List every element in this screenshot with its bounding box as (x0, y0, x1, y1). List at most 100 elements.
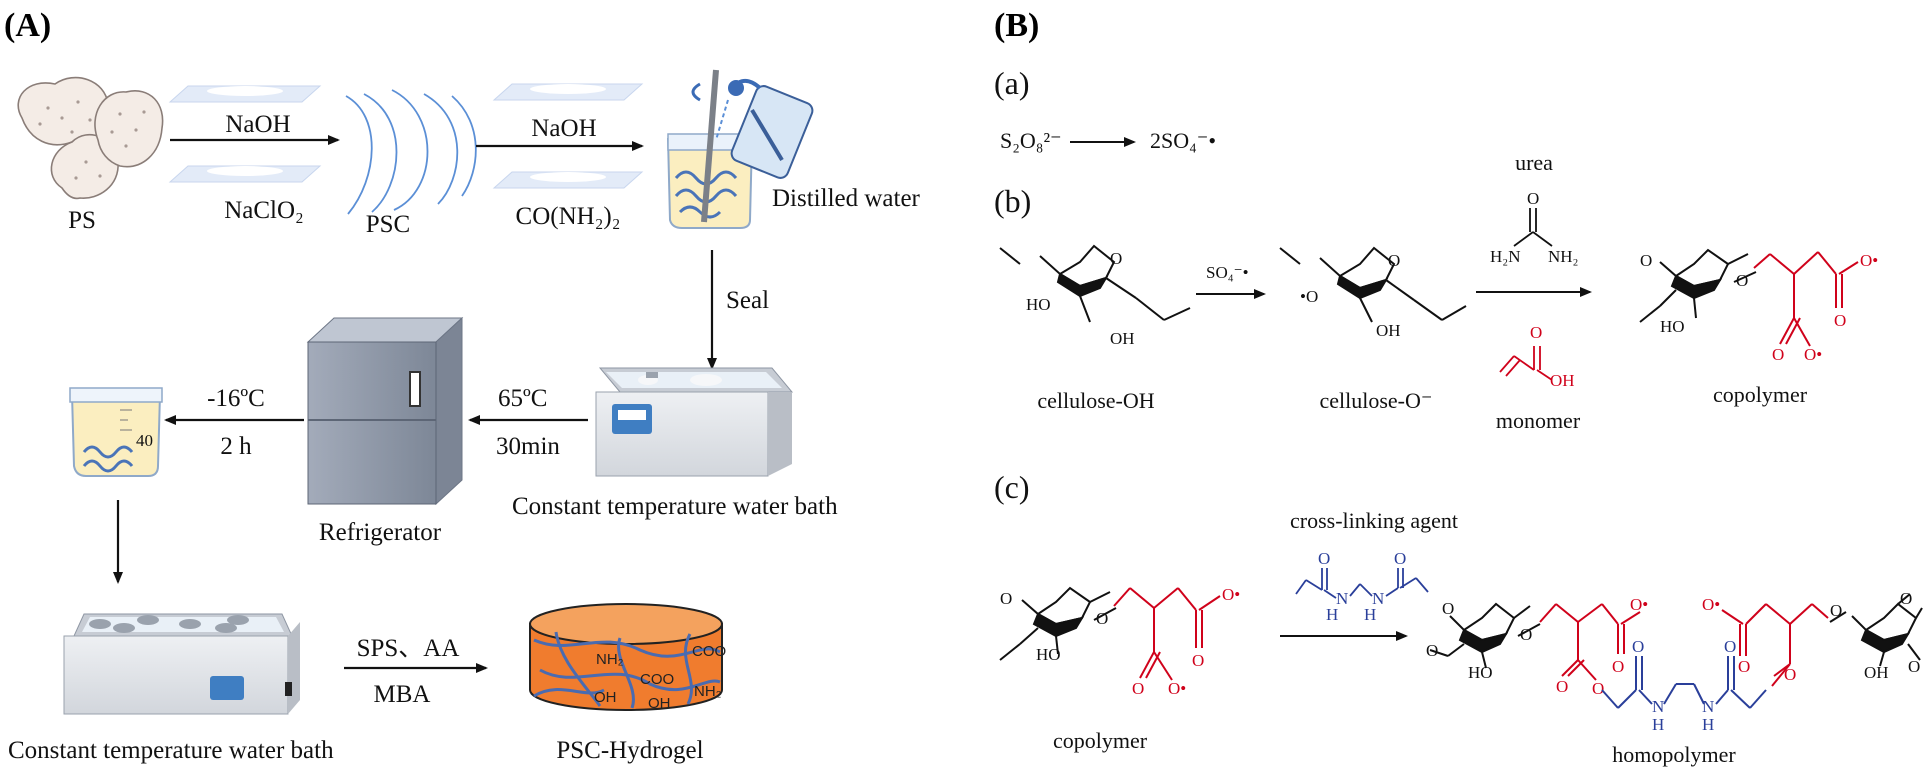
mba-label: MBA (374, 681, 431, 708)
atom-o: O (1110, 249, 1122, 268)
gel-label-nh2-1: NH₂ (596, 651, 624, 668)
atom-dot-o: •O (1300, 287, 1318, 306)
atom-o: O (1830, 601, 1842, 620)
aa-o: O (1530, 323, 1542, 342)
powder-tray-icon (492, 171, 644, 189)
atom-ho: HO (1660, 317, 1685, 336)
atom-o: O (1900, 589, 1912, 608)
homopolymer-bridge (1601, 656, 1767, 709)
homopolymer-label: homopolymer (1612, 742, 1736, 767)
atom-ho: HO (1036, 645, 1061, 664)
beaker-stirrer-icon (667, 69, 814, 229)
seal-label: Seal (726, 287, 769, 314)
homopolymer-right-cellulose (1829, 593, 1923, 667)
refrigerator-label: Refrigerator (319, 519, 442, 546)
atom-o-dot: O• (1860, 251, 1878, 270)
atom-o: O (1640, 251, 1652, 270)
sub-b-label: (b) (994, 183, 1031, 219)
so4-radical-label: SO₄⁻• (1206, 263, 1249, 282)
urea-h2n: H₂N (1490, 247, 1520, 266)
naoh-label-2: NaOH (531, 115, 596, 142)
ps-label: PS (68, 207, 96, 234)
crosslinker-label: cross-linking agent (1290, 508, 1458, 533)
water-bath-icon (595, 367, 794, 477)
atom-o: O (1612, 657, 1624, 676)
copolymer-c-cellulose (999, 586, 1117, 661)
monomer-label: monomer (1496, 408, 1581, 433)
mba-n2: N (1372, 589, 1384, 608)
time-30-label: 30min (496, 433, 560, 460)
atom-o-dot: O• (1630, 595, 1648, 614)
gel-label-oh-1: OH (594, 689, 617, 706)
beaker-mark: 40 (136, 431, 153, 450)
atom-o: O (1388, 251, 1400, 270)
hydrogel-icon (529, 603, 723, 711)
atom-o: O (1520, 625, 1532, 644)
small-beaker-icon (69, 387, 163, 477)
atom-o: O (1132, 679, 1144, 698)
atom-h: H (1652, 715, 1664, 734)
copolymer-c-label: copolymer (1053, 728, 1148, 753)
naoh-label-1: NaOH (225, 111, 290, 138)
cellulose-oh-structure (999, 244, 1191, 323)
persulfate-label: S₂O₈²⁻ (1000, 128, 1062, 153)
homopolymer-left-graft (1539, 603, 1641, 681)
copolymer-b-cellulose (1639, 248, 1757, 323)
mba-h1: H (1326, 605, 1338, 624)
gel-label-coo-1: COO (692, 643, 726, 660)
atom-ho: HO (1026, 295, 1051, 314)
gel-label-nh2-2: NH₂ (694, 683, 722, 700)
psc-label: PSC (366, 211, 410, 238)
sub-c-label: (c) (994, 469, 1030, 505)
refrigerator-icon (306, 316, 464, 506)
atom-o: O (1632, 637, 1644, 656)
atom-oh: OH (1864, 663, 1889, 682)
water-bath-icon (63, 613, 300, 715)
hydrogel-label: PSC-Hydrogel (556, 737, 703, 764)
atom-o-dot: O• (1702, 595, 1720, 614)
atom-nh: N (1702, 697, 1714, 716)
atom-o: O (1556, 677, 1568, 696)
urea-label: CO(NH₂)₂ (516, 203, 621, 230)
sub-a-label: (a) (994, 65, 1030, 101)
peanut-shell-icon (17, 76, 164, 200)
atom-oh: OH (1376, 321, 1401, 340)
atom-o: O (1426, 641, 1438, 660)
gel-label-coo-2: COO (640, 671, 674, 688)
acrylic-acid-structure (1499, 346, 1553, 381)
powder-tray-icon (168, 165, 322, 183)
naclo2-label: NaClO₂ (224, 197, 304, 224)
atom-o: O (1192, 651, 1204, 670)
mba-o1: O (1318, 549, 1330, 568)
powder-tray-icon (492, 83, 644, 101)
homopolymer-left-cellulose (1429, 602, 1541, 669)
water-bath-2-label: Constant temperature water bath (8, 737, 334, 764)
aa-oh: OH (1550, 371, 1575, 390)
atom-o: O (1736, 271, 1748, 290)
atom-ho: HO (1468, 663, 1493, 682)
copolymer-b-graft (1753, 251, 1859, 347)
temp-65-label: 65ºC (498, 385, 547, 412)
atom-o-dot: O• (1222, 585, 1240, 604)
atom-o: O (1908, 657, 1920, 676)
atom-o: O (1096, 609, 1108, 628)
atom-o: O (1784, 665, 1796, 684)
atom-o: O (1000, 589, 1012, 608)
time-2h-label: 2 h (220, 433, 252, 460)
urea-nh2: NH₂ (1548, 247, 1578, 266)
distilled-water-label: Distilled water (772, 185, 921, 212)
sulfate-radical-label: 2SO₄⁻• (1150, 128, 1216, 153)
atom-o-dot: O• (1804, 345, 1822, 364)
powder-tray-icon (168, 85, 322, 103)
panel-b-label: (B) (994, 7, 1039, 44)
mba-o2: O (1394, 549, 1406, 568)
cellulose-o-label: cellulose-O⁻ (1319, 388, 1432, 413)
panel-a-label: (A) (4, 7, 51, 44)
temp-minus16-label: -16ºC (207, 385, 265, 412)
atom-o: O (1724, 637, 1736, 656)
homopolymer-right-graft (1721, 603, 1829, 687)
atom-o: O (1772, 345, 1784, 364)
atom-h: H (1702, 715, 1714, 734)
